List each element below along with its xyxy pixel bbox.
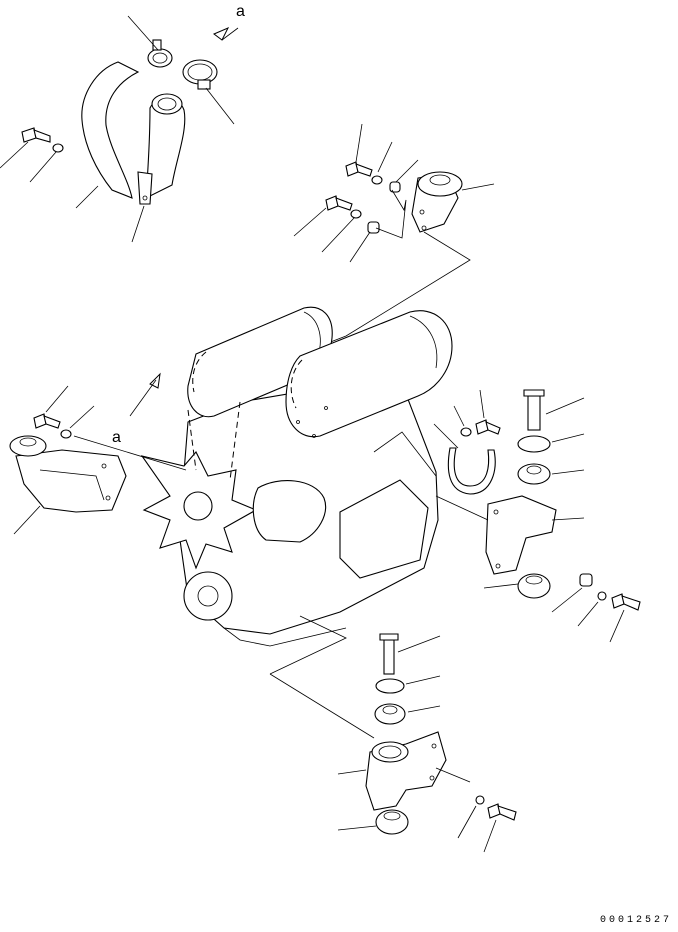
left-mount-bracket [15,449,127,513]
pipe-clamp [137,171,153,205]
collar-1 [389,181,401,193]
washer-6 [597,591,607,601]
lower-rubber-mount-2 [375,809,409,835]
coolant-hose [81,61,140,199]
washer-1 [52,143,64,153]
pipe-end [151,93,183,115]
bolt-1 [21,127,51,143]
lower-rubber-mount [517,573,551,599]
bolt-2 [355,163,373,177]
bolt-7 [485,421,501,435]
air-cleaner-right [285,310,453,438]
engine: a [112,306,453,647]
bolt-4 [43,415,61,429]
left-mount-assembly [9,385,187,535]
pulley [183,571,233,621]
washer-2 [371,175,383,185]
bolt-6 [621,595,641,611]
washer-9 [475,795,485,805]
bolt-9 [497,805,517,821]
turbocharger [252,480,326,543]
right-mount-assembly [433,389,641,643]
reference-a-top: a [236,3,245,20]
u-bolt [447,447,496,495]
hose-clamp-2 [182,59,218,90]
flywheel-housing [339,479,429,579]
washer-8 [375,678,405,694]
bottom-mount-assembly [269,615,517,853]
rubber-mount [417,171,463,197]
collar-3 [579,573,593,587]
hose-clamp-1 [147,39,173,68]
bolt-3 [335,197,353,211]
front-mount-assembly [247,123,495,375]
reference-a-engine: a [112,429,121,446]
bolt-5 [527,395,541,431]
washer-3 [350,209,362,219]
collar-2 [367,221,380,234]
drawing-number: 00012527 [599,915,672,926]
washer-7 [460,427,472,437]
hose-assembly: a [0,3,245,243]
washer-5 [517,435,551,453]
bolt-8 [383,639,395,675]
rear-mount-bracket [485,495,557,575]
washer-4 [60,429,72,439]
